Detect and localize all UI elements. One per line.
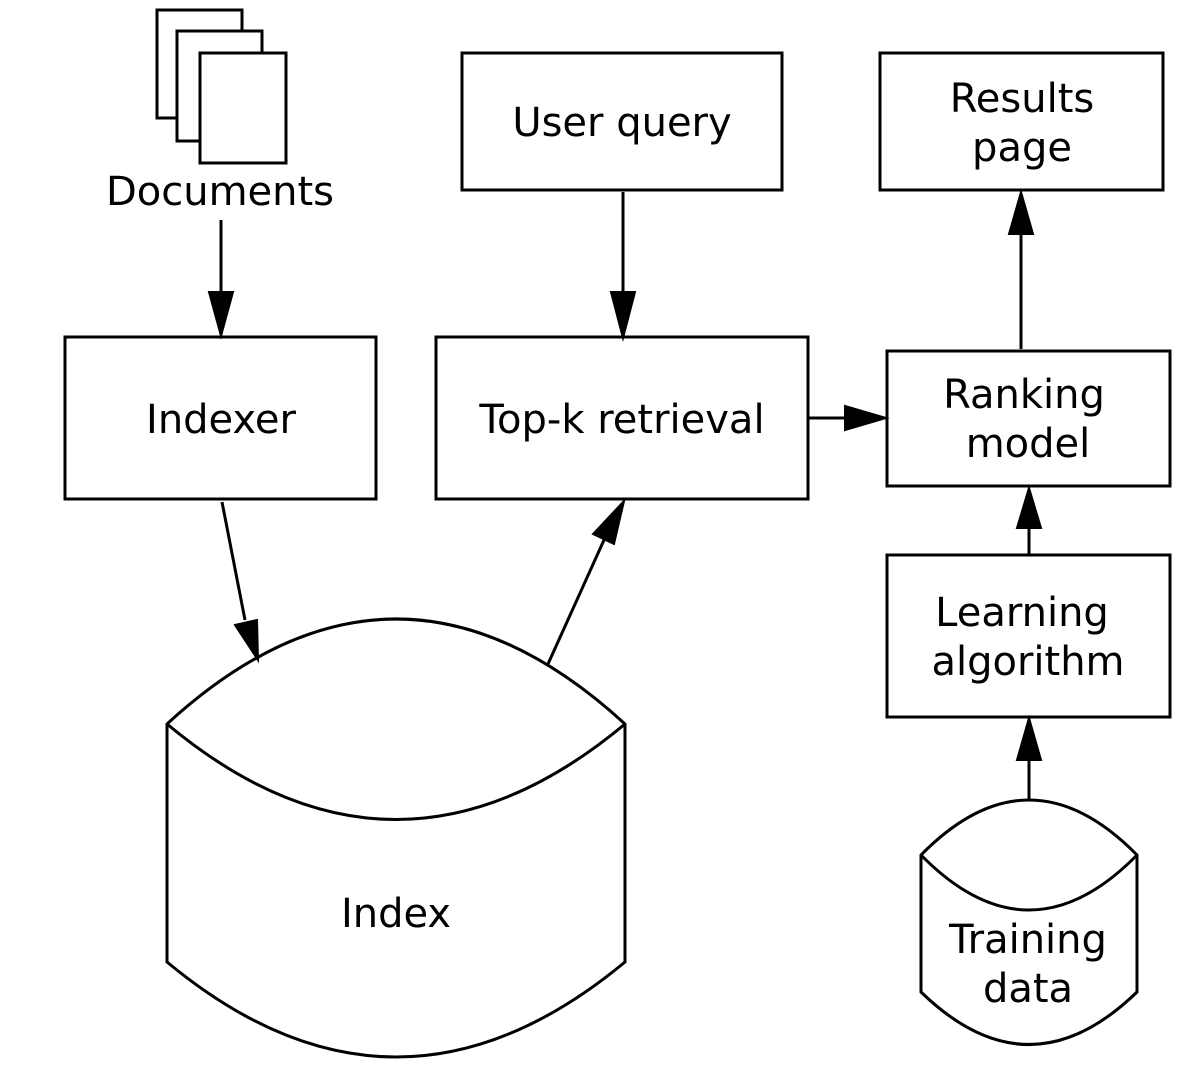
edge-index-to-topk-retrieval xyxy=(546,497,626,665)
topk-retrieval-box xyxy=(434,335,810,501)
results-page-label-line2: page xyxy=(972,125,1072,171)
learning-algorithm-label-line1: Learning xyxy=(935,590,1109,636)
training-data-cylinder xyxy=(919,798,1139,1046)
edge-ranking-model-to-results-page xyxy=(1007,188,1035,349)
user-query-box xyxy=(460,51,784,192)
learning-algorithm-label-line2: algorithm xyxy=(931,639,1124,685)
indexer-label: Indexer xyxy=(146,397,296,443)
indexer-box xyxy=(63,335,378,501)
training-data-label-line2: data xyxy=(983,966,1073,1012)
training-data-label-line1: Training xyxy=(948,917,1107,963)
ranking-model-label-line1: Ranking xyxy=(943,372,1105,418)
index-label: Index xyxy=(341,891,451,937)
results-page-box xyxy=(878,51,1165,192)
edge-training-data-to-learning-algorithm xyxy=(1015,714,1043,800)
topk-retrieval-label: Top-k retrieval xyxy=(478,397,764,443)
edge-indexer-to-index xyxy=(220,501,260,664)
ranking-model-box xyxy=(885,349,1172,488)
results-page-label-line1: Results xyxy=(950,76,1094,122)
edge-user-query-to-topk-retrieval xyxy=(609,192,637,342)
documents-label: Documents xyxy=(106,169,334,215)
user-query-label: User query xyxy=(512,100,731,146)
documents-stack-icon xyxy=(155,8,288,165)
learning-algorithm-box xyxy=(885,553,1172,719)
edge-learning-algorithm-to-ranking-model xyxy=(1015,484,1043,554)
edge-documents-to-indexer xyxy=(207,220,235,340)
ranking-model-label-line2: model xyxy=(966,421,1091,467)
index-cylinder xyxy=(165,617,627,1059)
edge-topk-retrieval-to-ranking-model xyxy=(809,404,890,432)
